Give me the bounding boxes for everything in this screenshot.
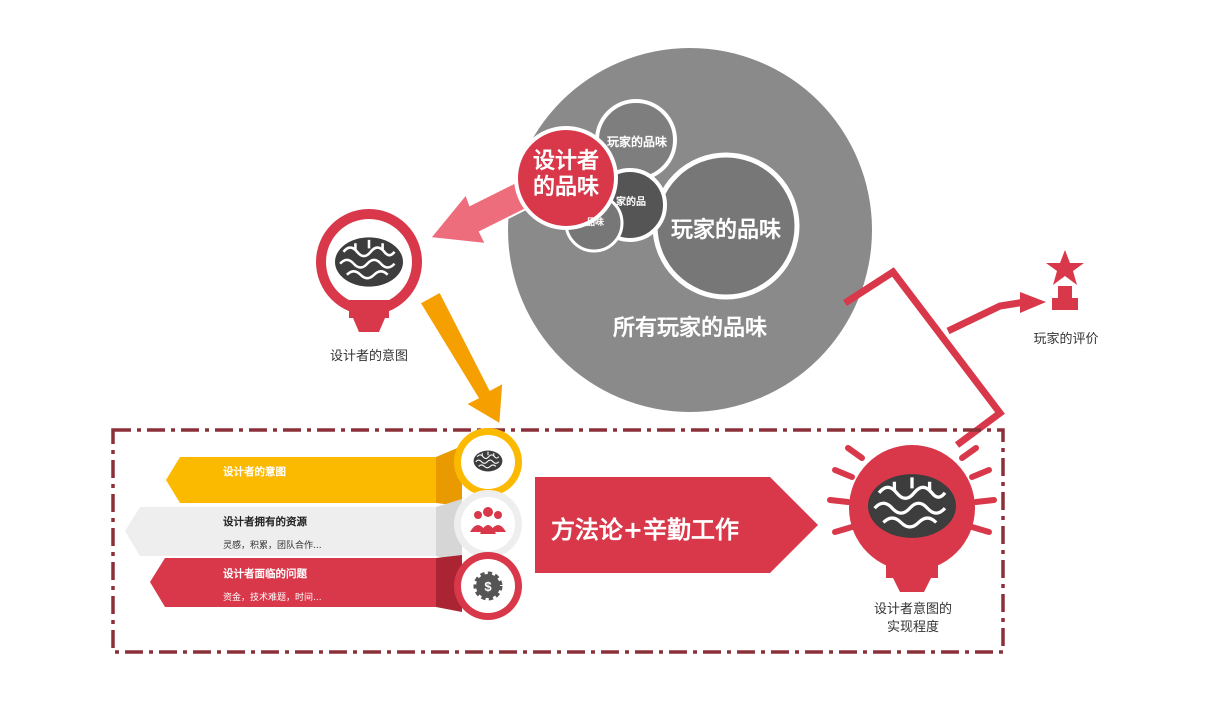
intent-to-method-arrow — [418, 290, 504, 426]
tab-designer-intent-title: 设计者的意图 — [223, 466, 286, 478]
tab-resources-title: 设计者拥有的资源 — [223, 516, 307, 528]
tab-designer-intent-shape — [166, 457, 436, 503]
money-gear-icon: $ — [473, 571, 503, 601]
tab-resources-sub: 灵感，积累，团队合作... — [223, 541, 322, 551]
tab-problems-shape — [150, 558, 436, 607]
team-icon — [470, 507, 506, 534]
player-taste-label-small: 玩家的品味 — [606, 135, 667, 149]
svg-text:$: $ — [484, 579, 492, 594]
player-taste-label-large: 玩家的品味 — [670, 218, 781, 243]
player-taste-label-mid: 家的品 — [616, 197, 646, 208]
method-arrow-shape — [535, 477, 818, 573]
player-review-label: 玩家的评价 — [1033, 332, 1099, 347]
realization-bulb-icon — [827, 445, 997, 592]
tab-problems-sub: 资金，技术难题，时间... — [223, 593, 322, 603]
player-taste-label-tiny: 品味 — [585, 218, 604, 228]
designer-taste-circle — [514, 126, 618, 230]
brain-icon — [473, 450, 503, 472]
designer-intent-label: 设计者的意图 — [329, 349, 408, 364]
tab-problems-title: 设计者面临的问题 — [223, 568, 307, 580]
trophy-icon — [1046, 250, 1084, 310]
review-path-arrow — [843, 267, 1046, 448]
designer-intent-bulb-icon — [316, 209, 422, 332]
realization-label: 设计者意图的 实现程度 — [873, 602, 952, 635]
tab-resources-shape — [125, 507, 436, 556]
method-label: 方法论+辛勤工作 — [550, 516, 740, 544]
process-frame — [111, 428, 1005, 654]
designer-taste-label: 设计者 的品味 — [532, 149, 599, 200]
all-players-taste-label: 所有玩家的品味 — [612, 316, 767, 341]
